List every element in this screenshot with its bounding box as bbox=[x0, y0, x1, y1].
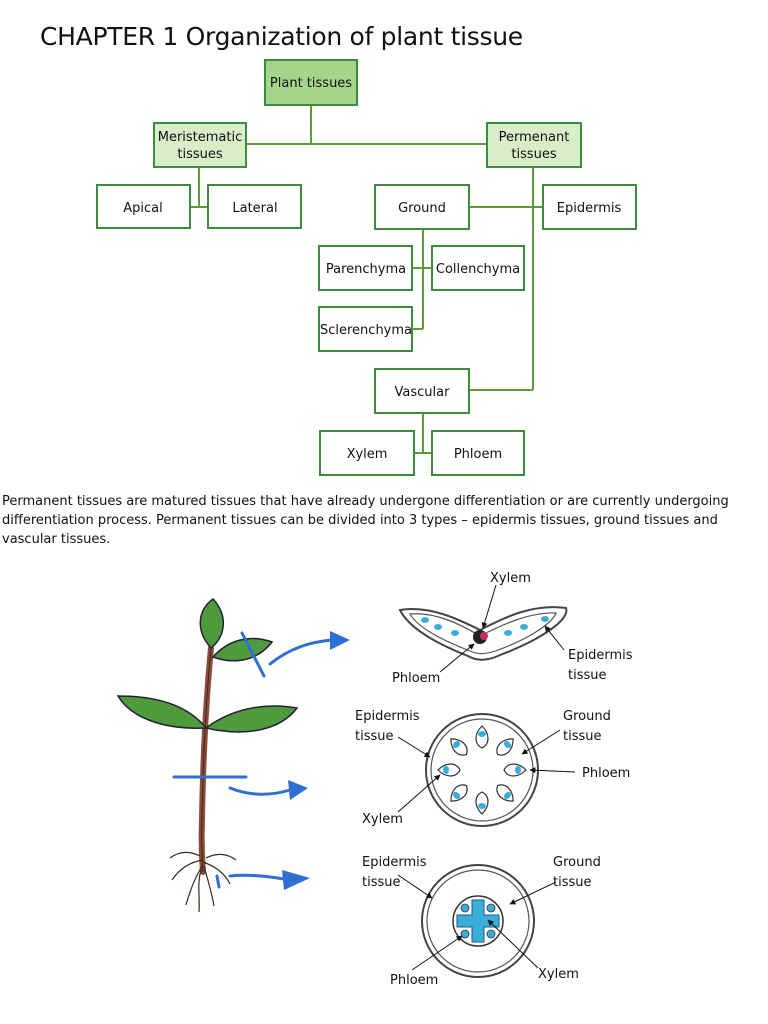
node-ground: Ground bbox=[374, 184, 470, 230]
root-cross-section: Epidermis tissue Ground tissue Phloem Xy… bbox=[362, 855, 601, 988]
node-xylem-label: Xylem bbox=[347, 447, 388, 462]
node-xylem: Xylem bbox=[319, 430, 415, 476]
node-sclerenchyma: Sclerenchyma bbox=[318, 306, 413, 352]
node-permanent-label-2: tissues bbox=[511, 147, 556, 162]
node-apical: Apical bbox=[96, 184, 191, 229]
connector-lines bbox=[190, 105, 543, 454]
leaf-cross-section: Xylem Phloem Epidermis tissue bbox=[392, 571, 633, 686]
node-collenchyma: Collenchyma bbox=[431, 245, 525, 291]
leaf-xylem-label: Xylem bbox=[490, 571, 531, 586]
node-epidermis-label: Epidermis bbox=[557, 201, 622, 216]
node-sclerenchyma-label: Sclerenchyma bbox=[320, 323, 412, 338]
stem-phloem-label: Phloem bbox=[582, 766, 630, 781]
node-phloem-label: Phloem bbox=[454, 447, 502, 462]
stem-epidermis-label-2: tissue bbox=[355, 729, 394, 744]
node-plant-tissues: Plant tissues bbox=[264, 59, 358, 106]
stem-xylem-label: Xylem bbox=[362, 812, 403, 827]
leaf-phloem-label: Phloem bbox=[392, 671, 440, 686]
node-vascular-label: Vascular bbox=[395, 385, 451, 400]
tissue-hierarchy-diagram: Plant tissues Meristematic tissues Perme… bbox=[96, 59, 637, 476]
root-epidermis-label-1: Epidermis bbox=[362, 855, 427, 870]
stem-ground-label-2: tissue bbox=[563, 729, 602, 744]
node-plant-tissues-label: Plant tissues bbox=[270, 76, 352, 91]
node-meristematic-label-1: Meristematic bbox=[158, 130, 243, 145]
stem-cross-section: Epidermis tissue Ground tissue Phloem Xy… bbox=[355, 709, 630, 827]
node-parenchyma-label: Parenchyma bbox=[326, 262, 406, 277]
node-lateral: Lateral bbox=[207, 184, 302, 229]
root-ground-label-1: Ground bbox=[553, 855, 601, 870]
root-ground-label-2: tissue bbox=[553, 875, 592, 890]
vascular-bundles bbox=[437, 725, 527, 815]
root-xylem-label: Xylem bbox=[538, 967, 579, 982]
node-apical-label: Apical bbox=[123, 201, 162, 216]
plant-drawing bbox=[116, 598, 350, 913]
stem-epidermis-label-1: Epidermis bbox=[355, 709, 420, 724]
node-permanent-label-1: Permenant bbox=[499, 130, 570, 145]
leaf-epidermis-label-1: Epidermis bbox=[568, 648, 633, 663]
leaf-epidermis-label-2: tissue bbox=[568, 668, 607, 683]
root-epidermis-label-2: tissue bbox=[362, 875, 401, 890]
node-epidermis: Epidermis bbox=[542, 184, 637, 230]
node-vascular: Vascular bbox=[374, 368, 470, 414]
root-phloem-label: Phloem bbox=[390, 973, 438, 988]
node-collenchyma-label: Collenchyma bbox=[436, 262, 520, 277]
node-parenchyma: Parenchyma bbox=[318, 245, 413, 291]
plant-illustration: Xylem Phloem Epidermis tissue Epidermis … bbox=[116, 571, 633, 988]
node-meristematic: Meristematic tissues bbox=[153, 122, 247, 168]
page-title: CHAPTER 1 Organization of plant tissue bbox=[40, 22, 523, 51]
section-arrowheads bbox=[282, 631, 350, 890]
node-lateral-label: Lateral bbox=[232, 201, 277, 216]
node-permanent: Permenant tissues bbox=[486, 122, 582, 168]
stem-ground-label-1: Ground bbox=[563, 709, 611, 724]
node-ground-label: Ground bbox=[398, 201, 446, 216]
node-phloem: Phloem bbox=[431, 430, 525, 476]
description-paragraph: Permanent tissues are matured tissues th… bbox=[2, 494, 729, 547]
node-meristematic-label-2: tissues bbox=[177, 147, 222, 162]
